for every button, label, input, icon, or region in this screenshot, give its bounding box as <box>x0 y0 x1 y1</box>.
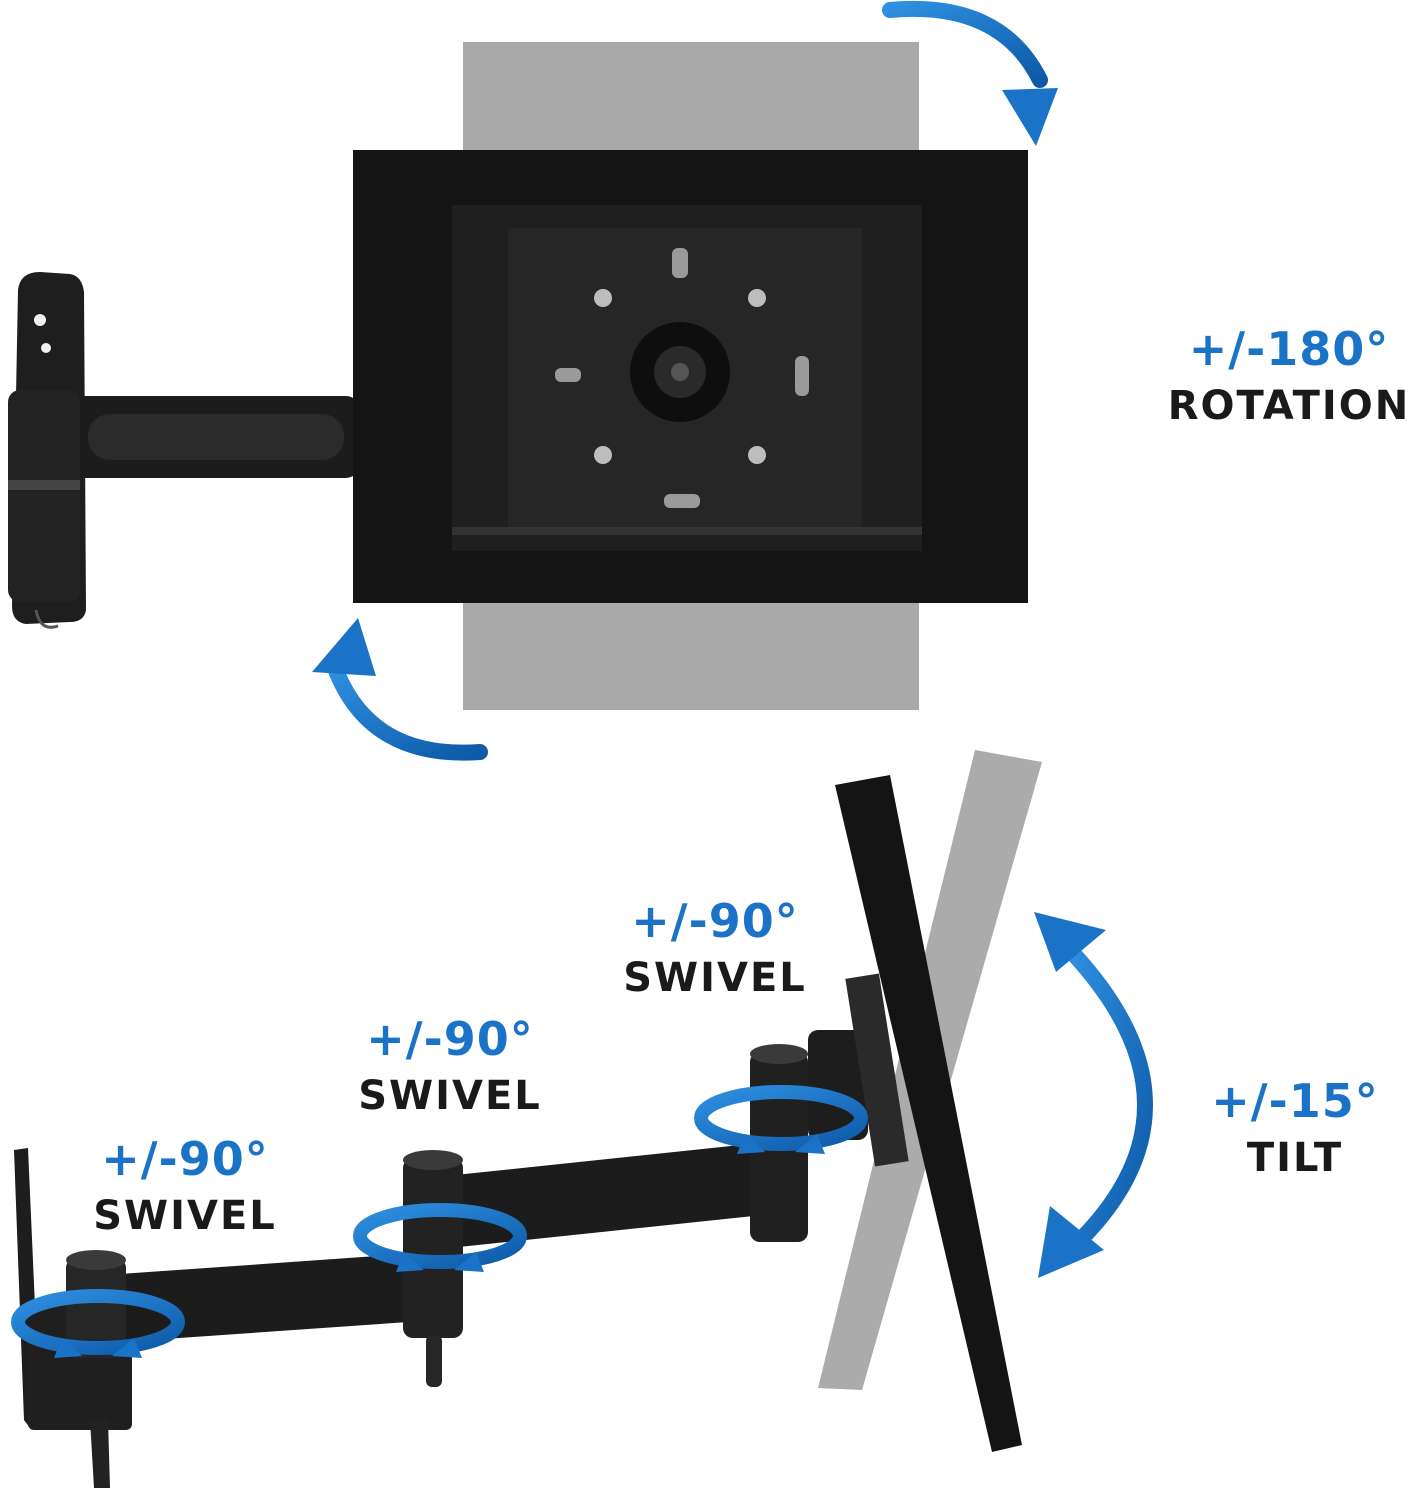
rotation-degrees: +/-180° <box>1188 322 1390 376</box>
tilt-word: TILT <box>1246 1135 1344 1181</box>
swivel-middle-degrees: +/-90° <box>366 1012 534 1066</box>
swivel-middle-label: +/-90° SWIVEL <box>345 1016 555 1116</box>
tilt-arrow-icon <box>1034 912 1153 1278</box>
rotation-label: +/-180° ROTATION <box>1160 326 1418 426</box>
swivel-left-degrees: +/-90° <box>101 1132 269 1186</box>
tilt-degrees: +/-15° <box>1211 1074 1379 1128</box>
tablet-enclosure-front <box>353 150 1028 603</box>
swivel-top-label: +/-90° SWIVEL <box>610 898 820 998</box>
arm-front <box>8 390 360 602</box>
bottom-side-view <box>11 750 1153 1488</box>
swivel-arrow-icon-middle <box>353 1203 527 1272</box>
top-front-view <box>8 0 1058 761</box>
swivel-arrow-icon-left <box>11 1289 185 1358</box>
swivel-left-label: +/-90° SWIVEL <box>80 1136 290 1236</box>
swivel-top-degrees: +/-90° <box>631 894 799 948</box>
rotation-arrows-icon <box>312 0 1058 761</box>
rotation-word: ROTATION <box>1167 383 1411 429</box>
tilt-label: +/-15° TILT <box>1190 1078 1400 1178</box>
tablet-side-panel <box>835 775 1022 1452</box>
swivel-arrow-icon-top <box>694 1085 868 1154</box>
arm-segment-1 <box>66 1250 433 1358</box>
swivel-left-word: SWIVEL <box>93 1193 277 1239</box>
swivel-middle-word: SWIVEL <box>358 1073 542 1119</box>
swivel-top-word: SWIVEL <box>623 955 807 1001</box>
